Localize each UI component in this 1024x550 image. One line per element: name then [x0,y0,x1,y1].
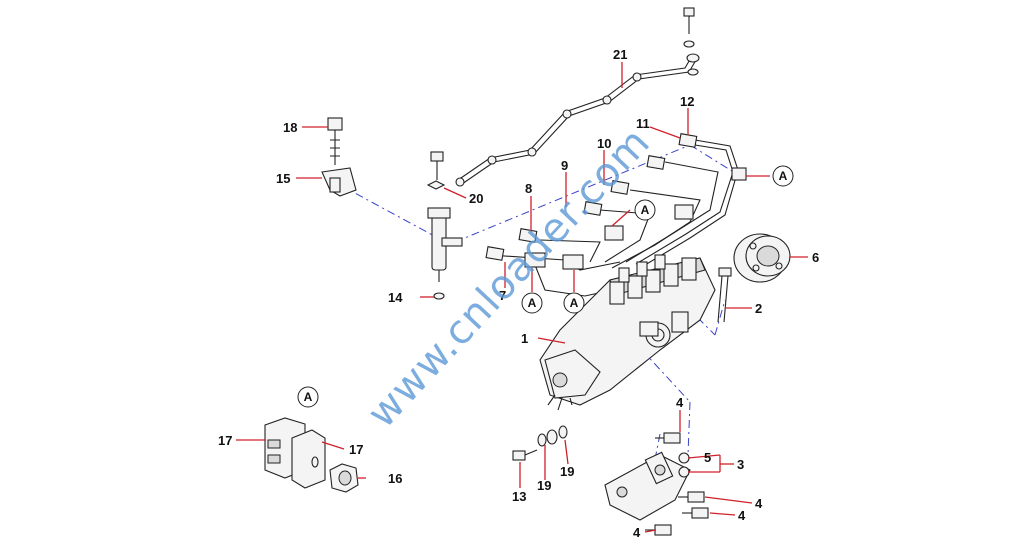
callout-12: 12 [680,94,694,109]
injection-pump-body [539,254,716,411]
pump-bracket [604,451,691,521]
reference-mark-a-5: A [563,292,585,314]
svg-text:A: A [779,169,788,183]
reference-mark-a-1: A [297,386,319,408]
reference-mark-a-4: A [521,292,543,314]
callout-2: 2 [755,301,762,316]
callout-20: 20 [469,191,483,206]
pump-drive-gear [733,233,791,283]
bolt-20-assembly [426,151,446,190]
callout-1: 1 [521,331,528,346]
callout-leaders [236,62,808,533]
callout-13: 13 [512,489,526,504]
callout-11: 11 [636,116,650,131]
svg-text:A: A [641,203,650,217]
callout-10: 10 [597,136,611,151]
svg-text:A: A [528,296,537,310]
injector-line-21 [455,55,697,187]
callout-17b: 17 [349,442,363,457]
callout-14: 14 [388,290,403,305]
injector-pipes [485,133,747,297]
callout-16: 16 [388,471,402,486]
callout-4c: 4 [738,508,746,523]
watermark-text: www.cnloader.com [359,119,660,437]
bracket-bolts [645,432,709,536]
svg-text:A: A [570,296,579,310]
reference-mark-a-2: A [634,199,656,221]
callout-4b: 4 [755,496,763,511]
callout-6: 6 [812,250,819,265]
svg-text:A: A [304,390,313,404]
banjo-bolt-top [683,7,700,76]
callout-19b: 19 [560,464,574,479]
callout-15: 15 [276,171,290,186]
reference-mark-a-3: A [772,165,794,187]
callout-3: 3 [737,457,744,472]
callout-4d: 4 [633,525,641,540]
clamp-bolt-18 [327,117,343,165]
clamp-block-assembly [264,417,359,493]
callout-18: 18 [283,120,297,135]
callout-19a: 19 [537,478,551,493]
callout-4a: 4 [676,395,684,410]
callout-17a: 17 [218,433,232,448]
callout-21: 21 [613,47,627,62]
callout-numbers: 1 2 3 4 4 4 4 5 6 7 8 9 10 11 12 13 14 1… [218,47,819,540]
callout-5: 5 [704,450,711,465]
long-bolt-2 [717,267,732,323]
nozzle-clamp-15 [321,167,357,197]
callout-7: 7 [499,288,506,303]
injector-nozzle [427,207,463,300]
callout-9: 9 [561,158,568,173]
bolt-13-washers-19 [512,425,568,461]
callout-8: 8 [525,181,532,196]
